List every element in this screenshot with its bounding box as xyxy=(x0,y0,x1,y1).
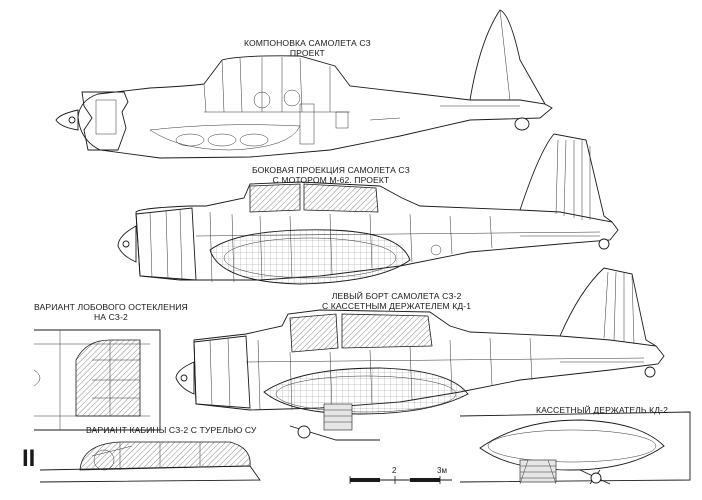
label-windshield-line2: НА СЗ-2 xyxy=(93,312,128,322)
scale-bar xyxy=(349,476,452,484)
side-m62-view xyxy=(117,133,619,285)
label-left-side: ЛЕВЫЙ БОРТ САМОЛЕТА СЗ-2 С КАССЕТНЫМ ДЕР… xyxy=(322,291,471,311)
label-side-m62: БОКОВАЯ ПРОЕКЦИЯ САМОЛЕТА СЗ С МОТОРОМ М… xyxy=(252,165,410,185)
layout-view xyxy=(55,9,553,159)
label-layout-line2: ПРОЕКТ xyxy=(289,48,325,58)
windshield-variant-view xyxy=(33,329,161,431)
label-windshield: ВАРИАНТ ЛОБОВОГО ОСТЕКЛЕНИЯ НА СЗ-2 xyxy=(34,302,188,322)
label-side-m62-line2: С МОТОРОМ М-62. ПРОЕКТ xyxy=(272,175,390,185)
left-side-kd1-view xyxy=(175,267,665,441)
plate-number: II xyxy=(22,445,36,472)
label-left-side-line1: ЛЕВЫЙ БОРТ САМОЛЕТА СЗ-2 xyxy=(331,291,462,301)
scale-mark-3: 3м xyxy=(437,466,447,475)
label-windshield-line1: ВАРИАНТ ЛОБОВОГО ОСТЕКЛЕНИЯ xyxy=(34,302,188,312)
turret-cabin-view xyxy=(39,441,261,483)
label-side-m62-line1: БОКОВАЯ ПРОЕКЦИЯ САМОЛЕТА СЗ xyxy=(252,165,410,175)
label-holder-kd2: КАССЕТНЫЙ ДЕРЖАТЕЛЬ КД-2 xyxy=(536,405,669,415)
label-left-side-line2: С КАССЕТНЫМ ДЕРЖАТЕЛЕМ КД-1 xyxy=(322,301,472,311)
kd2-holder-view xyxy=(459,411,691,485)
label-turret-cabin: ВАРИАНТ КАБИНЫ СЗ-2 С ТУРЕЛЬЮ СУ xyxy=(86,425,257,435)
label-layout-line1: КОМПОНОВКА САМОЛЕТА СЗ xyxy=(244,38,371,48)
scale-mark-2: 2 xyxy=(392,466,397,475)
label-layout: КОМПОНОВКА САМОЛЕТА СЗ ПРОЕКТ xyxy=(244,38,371,58)
